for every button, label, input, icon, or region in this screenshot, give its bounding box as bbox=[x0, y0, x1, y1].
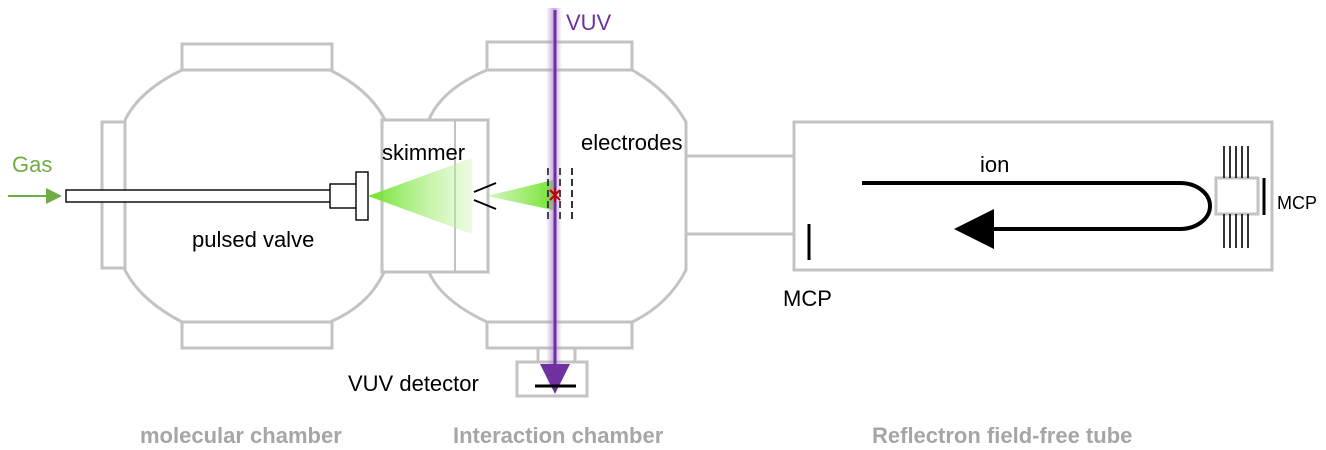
mcp-left-label: MCP bbox=[783, 286, 832, 311]
molecular-beam-cone bbox=[368, 158, 472, 234]
vuv-detector-label: VUV detector bbox=[348, 371, 479, 396]
reflectron-grids bbox=[1223, 146, 1249, 248]
reflectron-tube bbox=[792, 120, 1274, 272]
collimated-beam bbox=[487, 180, 553, 210]
skimmer bbox=[473, 182, 497, 210]
reflectron-label: Reflectron field-free tube bbox=[872, 423, 1132, 448]
electrodes-label: electrodes bbox=[581, 130, 683, 155]
vuv-label: VUV bbox=[566, 10, 612, 35]
interaction-point bbox=[549, 188, 561, 202]
mcp-right-label: MCP bbox=[1277, 193, 1317, 213]
ion-trajectory bbox=[862, 181, 1212, 249]
pulsed-valve-label: pulsed valve bbox=[192, 227, 314, 252]
interaction-chamber-label: Interaction chamber bbox=[453, 423, 664, 448]
ion-label: ion bbox=[980, 152, 1009, 177]
gas-line bbox=[8, 188, 335, 204]
gas-label: Gas bbox=[12, 152, 52, 177]
pulsed-valve bbox=[329, 171, 369, 221]
skimmer-label: skimmer bbox=[382, 140, 465, 165]
molecular-chamber-label: molecular chamber bbox=[140, 423, 342, 448]
